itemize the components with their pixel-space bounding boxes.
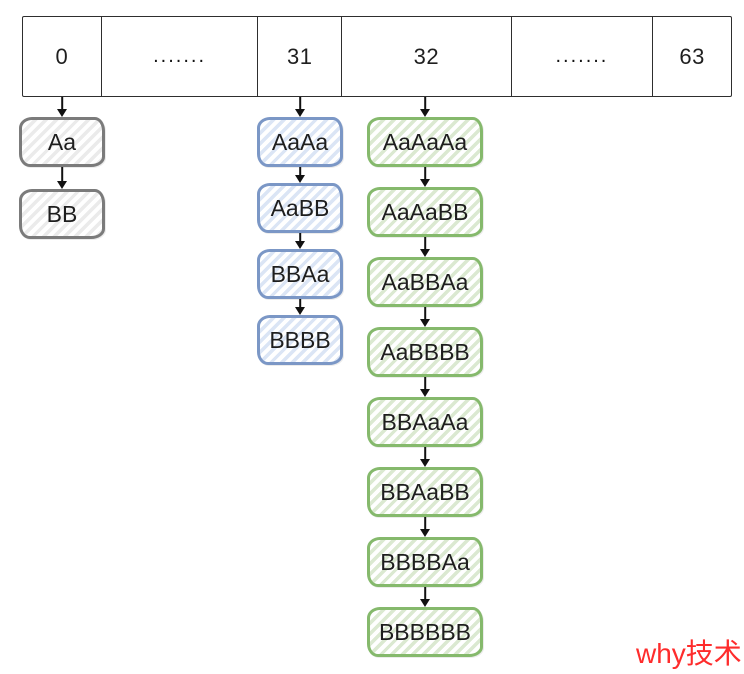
entry-node: BBAaAa [367,397,483,447]
bucket-cell-ellipsis-right: ....... [512,17,654,96]
entry-node: AaBBAa [367,257,483,307]
entry-label: BBBBBB [378,618,472,645]
arrow-down-icon [418,97,432,117]
entry-label: AaAa [271,128,329,155]
arrow-down-icon [293,97,307,117]
bucket-32-chain: AaAaAa AaAaBB AaBBAa AaBBBB BBAaAa BBAaB… [367,97,483,657]
entry-label: AaAaAa [382,128,468,155]
entry-label: AaAaBB [381,198,469,225]
entry-node: BB [19,189,105,239]
arrow-down-icon [418,237,432,257]
entry-label: AaBBAa [381,268,469,295]
entry-node: AaAaBB [367,187,483,237]
arrow-down-icon [293,233,307,249]
bucket-label: 0 [55,43,69,69]
entry-node: AaBBBB [367,327,483,377]
bucket-label: 31 [286,43,313,69]
bucket-cell-0: 0 [23,17,102,96]
arrow-down-icon [293,299,307,315]
arrow-down-icon [55,167,69,189]
entry-node: AaBB [257,183,343,233]
entry-label: Aa [47,128,77,155]
entry-node: AaAaAa [367,117,483,167]
bucket-array-table: 0 ....... 31 32 ....... 63 [22,16,732,97]
arrow-down-icon [293,167,307,183]
bucket-cell-31: 31 [258,17,343,96]
entry-label: BB [46,200,78,227]
arrow-down-icon [418,377,432,397]
arrow-down-icon [418,587,432,607]
ellipsis-label: ....... [555,45,609,67]
bucket-31-chain: AaAa AaBB BBAa BBBB [257,97,343,365]
bucket-cell-32: 32 [342,17,512,96]
bucket-label: 63 [679,43,705,69]
arrow-down-icon [418,167,432,187]
entry-label: AaBB [270,194,330,221]
arrow-down-icon [418,307,432,327]
arrow-down-icon [418,517,432,537]
entry-label: BBAaAa [381,408,469,435]
bucket-0-chain: Aa BB [19,97,105,239]
ellipsis-label: ....... [153,45,207,67]
entry-node: AaAa [257,117,343,167]
entry-label: BBAaBB [380,478,470,505]
bucket-label: 32 [413,43,440,69]
entry-node: BBAa [257,249,343,299]
entry-node: BBBB [257,315,343,365]
entry-label: AaBBBB [380,338,470,365]
entry-label: BBBB [269,326,331,353]
entry-node: BBBBAa [367,537,483,587]
entry-node: BBAaBB [367,467,483,517]
arrow-down-icon [418,447,432,467]
entry-node: Aa [19,117,105,167]
entry-label: BBAa [270,260,330,287]
bucket-cell-ellipsis-left: ....... [102,17,259,96]
arrow-down-icon [55,97,69,117]
entry-node: BBBBBB [367,607,483,657]
bucket-cell-63: 63 [653,17,731,96]
watermark-text: why技术 [636,638,742,669]
entry-label: BBBBAa [380,548,470,575]
